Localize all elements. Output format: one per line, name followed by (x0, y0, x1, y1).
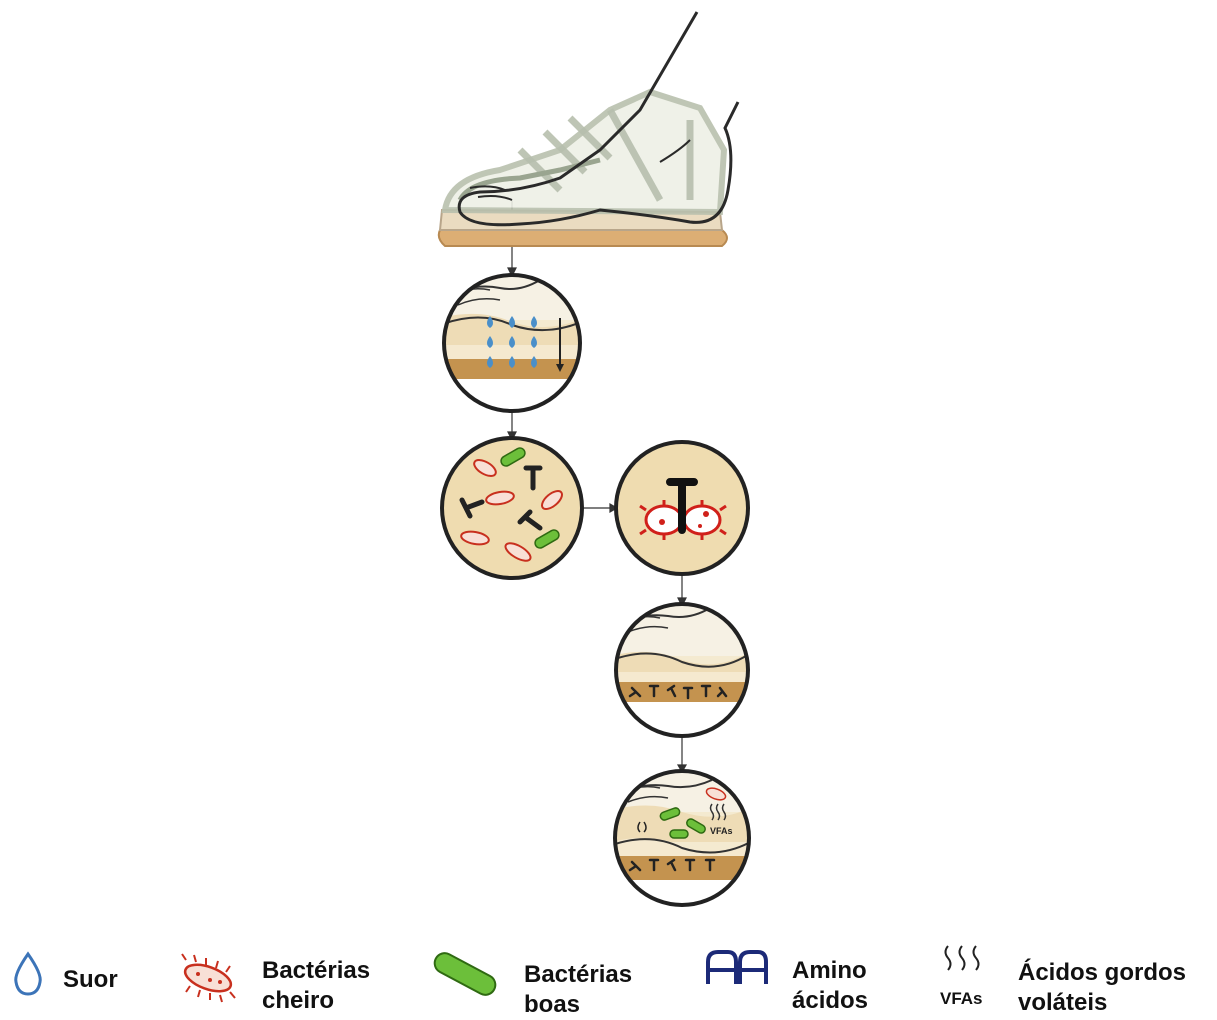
vfa-release-circle: VFAs (612, 771, 754, 910)
legend-label-volatile-acids: Ácidos gordos voláteis (1018, 958, 1186, 1018)
vfa-inline-label: VFAs (710, 826, 733, 836)
legend-label-sweat: Suor (63, 965, 118, 995)
insole-acids-circle (612, 600, 752, 742)
sweat-drop-icon (16, 954, 41, 994)
legend-label-amino-acids: Amino ácidos (792, 956, 868, 1016)
vfa-icon-text: VFAs (940, 989, 983, 1008)
odor-bacteria-icon (182, 954, 235, 1002)
legend-label-good-bacteria: Bactérias boas (524, 960, 632, 1020)
good-bacteria-icon (431, 950, 499, 999)
sweat-stage-circle (440, 270, 590, 419)
bacteria-mix-circle (442, 438, 582, 578)
breakdown-circle (616, 442, 748, 574)
sneaker-illustration (439, 12, 738, 246)
volatile-acids-icon: VFAs (940, 946, 983, 1008)
amino-acids-icon (708, 952, 766, 984)
legend-label-odor-bacteria: Bactérias cheiro (262, 956, 370, 1016)
